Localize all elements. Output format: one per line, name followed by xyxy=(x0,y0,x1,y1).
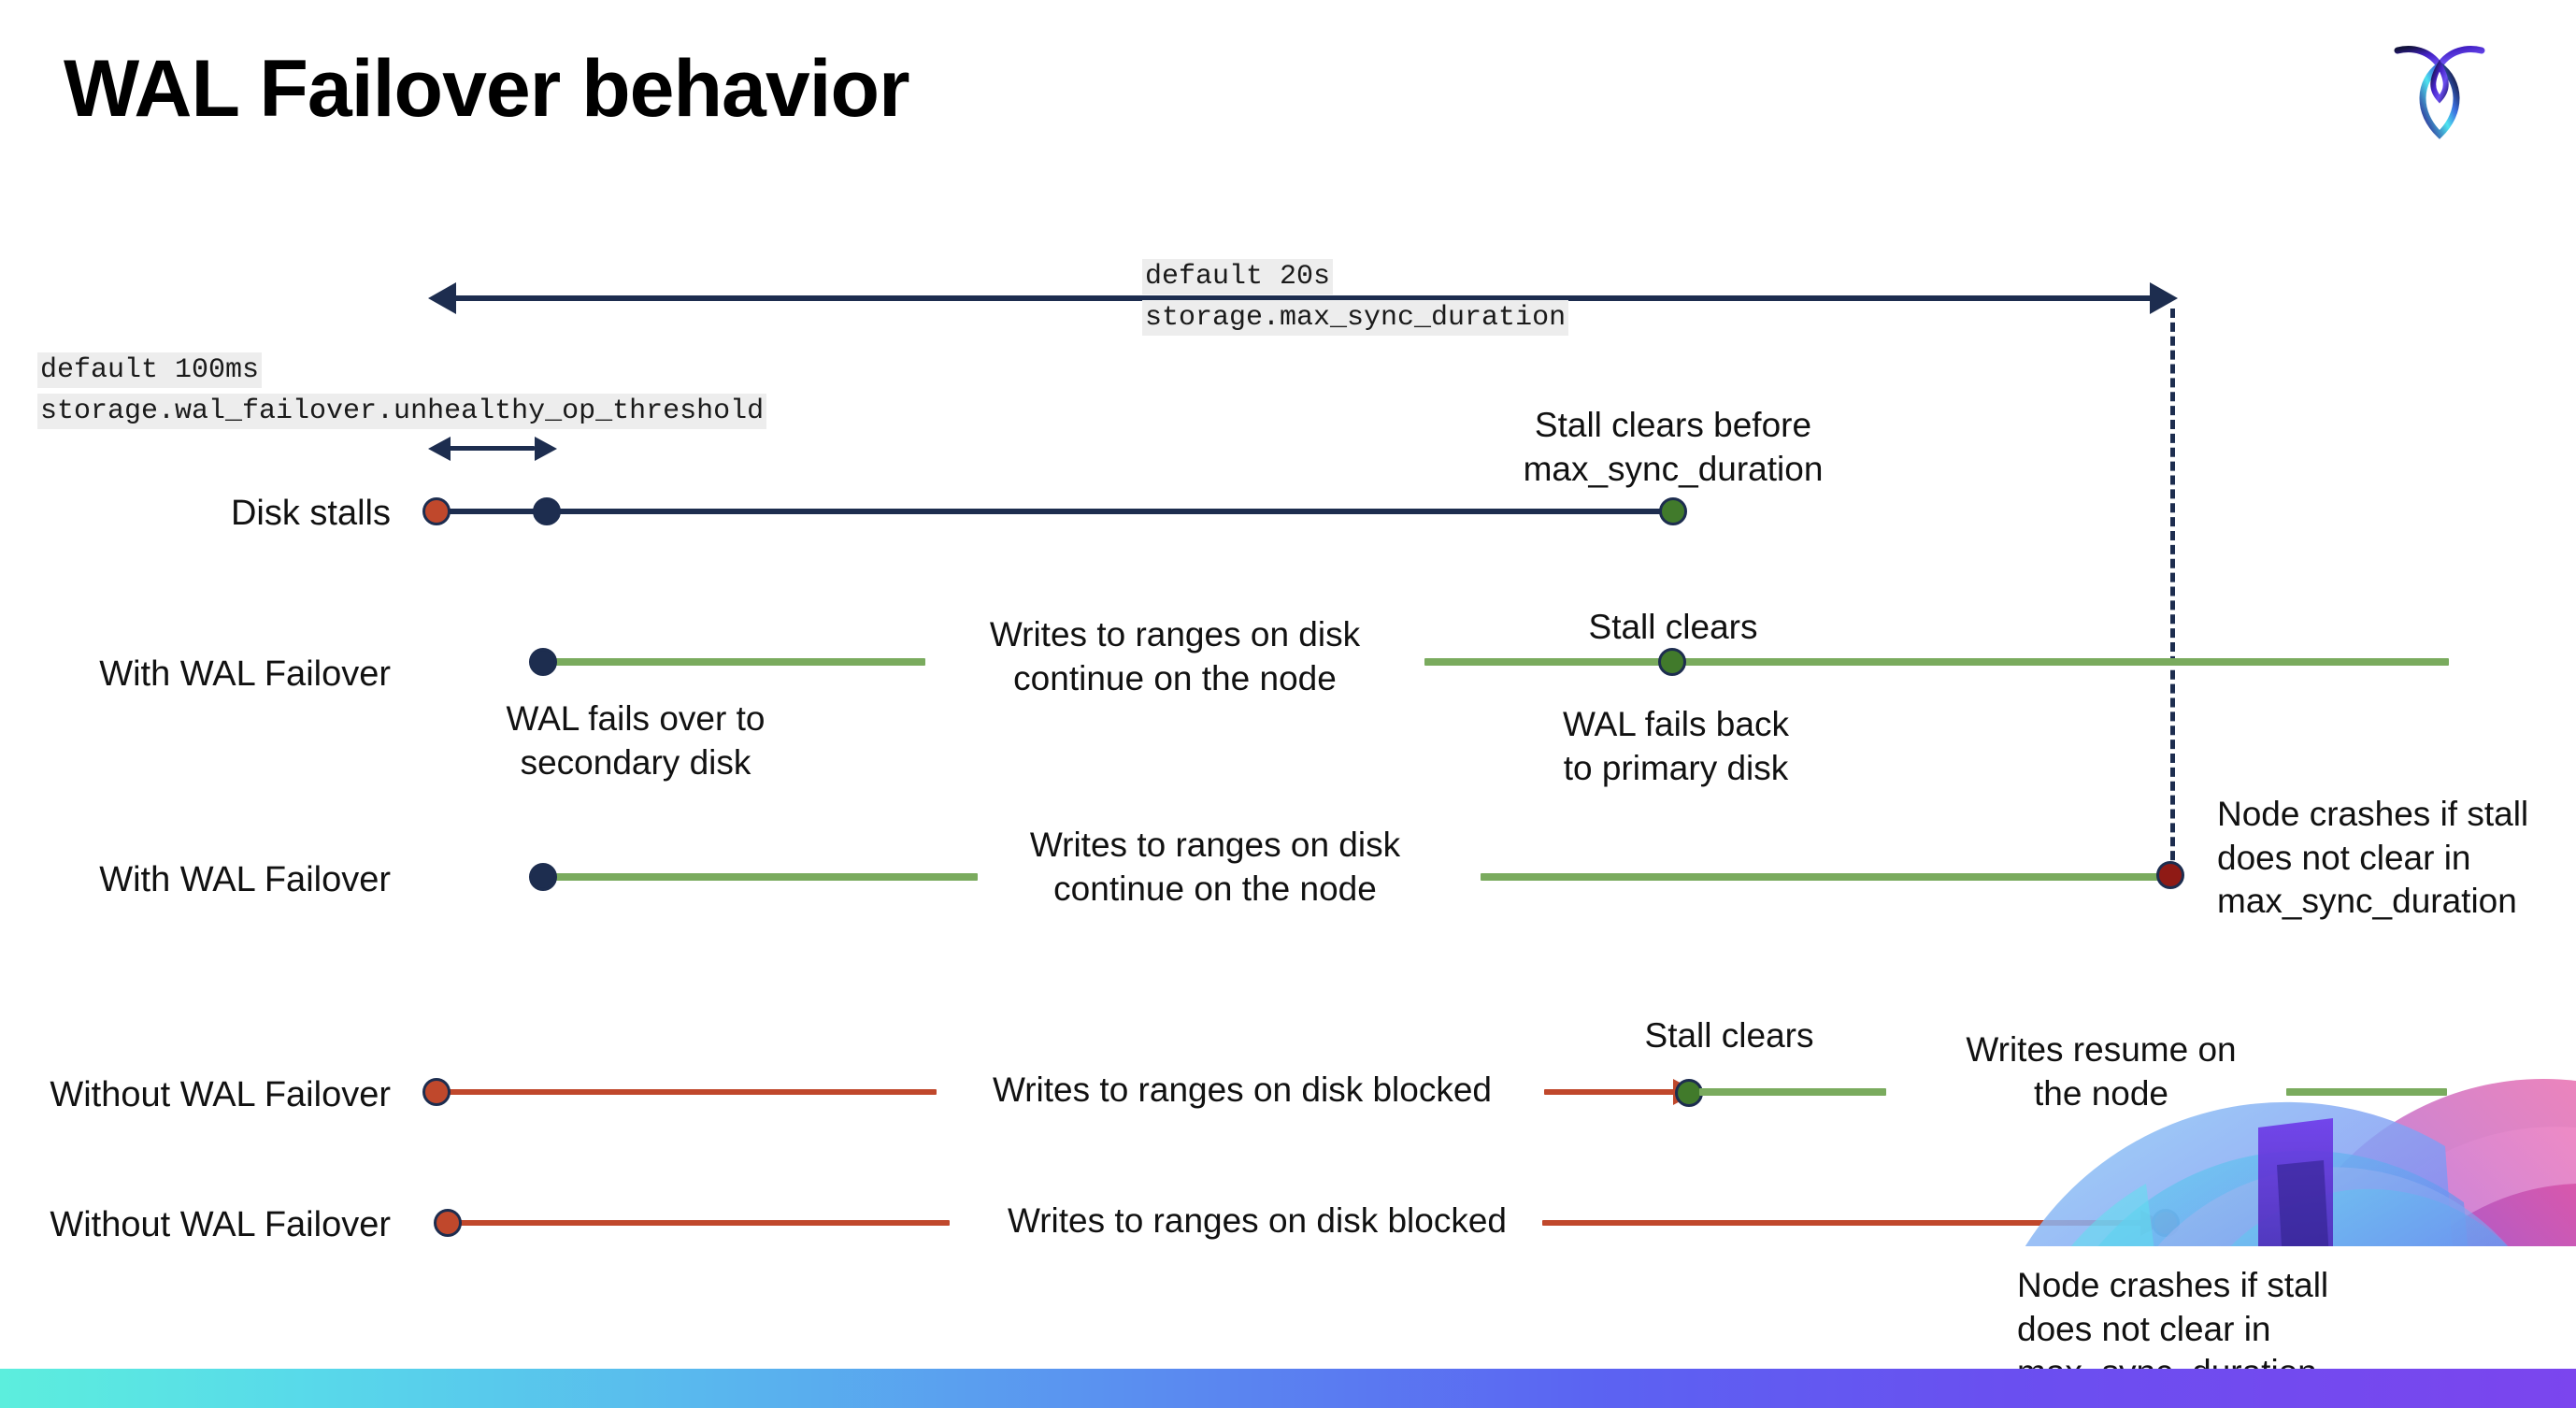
max-sync-span-line xyxy=(454,295,2151,301)
note-stall-clears-2: Stall clears xyxy=(1644,1016,1814,1055)
wal-failover-1-failover-dot xyxy=(529,648,557,676)
without-failover-1-resume-line-a xyxy=(1699,1088,1886,1096)
note-writes-continue-1: Writes to ranges on disk continue on the… xyxy=(989,615,1361,697)
disk-stalls-start-dot xyxy=(422,497,451,525)
threshold-arrow-right-head xyxy=(535,437,557,461)
without-failover-1-start-dot xyxy=(422,1078,451,1106)
disk-stalls-line xyxy=(439,509,1673,514)
wal-failover-2-segment-b xyxy=(1481,873,2172,881)
without-failover-2-blocked-line-b xyxy=(1542,1220,2150,1226)
unhealthy-op-setting-name: storage.wal_failover.unhealthy_op_thresh… xyxy=(37,394,767,430)
threshold-span-line xyxy=(449,446,535,451)
note-writes-blocked-2: Writes to ranges on disk blocked xyxy=(1007,1201,1508,1240)
without-failover-1-blocked-line-b xyxy=(1544,1089,1679,1095)
unhealthy-op-default-label: default 100ms xyxy=(37,352,263,388)
without-failover-1-blocked-line-a xyxy=(439,1089,937,1095)
threshold-arrow-left-head xyxy=(428,437,451,461)
max-sync-duration-annotation: default 20s storage.max_sync_duration xyxy=(1142,256,1569,339)
max-sync-setting-name: storage.max_sync_duration xyxy=(1142,300,1569,337)
row-label-without-wal-failover-1: Without WAL Failover xyxy=(50,1075,391,1114)
max-sync-default-label: default 20s xyxy=(1142,259,1334,295)
note-node-crashes-1: Node crashes if stall does not clear in … xyxy=(2217,795,2529,921)
page-title: WAL Failover behavior xyxy=(64,44,910,134)
row-label-disk-stalls: Disk stalls xyxy=(230,494,391,533)
max-sync-arrow-left-head xyxy=(428,282,456,314)
row-label-with-wal-failover-2: With WAL Failover xyxy=(99,860,391,899)
row-label-with-wal-failover-1: With WAL Failover xyxy=(99,654,391,694)
bottom-gradient-band xyxy=(0,1369,2576,1408)
row-label-without-wal-failover-2: Without WAL Failover xyxy=(50,1205,391,1244)
cockroachdb-logo-icon xyxy=(2388,30,2491,142)
unhealthy-op-threshold-annotation: default 100ms storage.wal_failover.unhea… xyxy=(37,350,767,433)
disk-stalls-clear-dot xyxy=(1659,497,1687,525)
wal-failover-2-segment-a xyxy=(544,873,978,881)
without-failover-1-resume-line-b xyxy=(2286,1088,2447,1096)
note-writes-resume: Writes resume on the node xyxy=(1966,1030,2237,1113)
note-stall-clears-1: Stall clears xyxy=(1588,608,1758,646)
without-failover-2-crash-dot xyxy=(2152,1209,2180,1237)
wal-failover-1-segment-b xyxy=(1424,658,2449,666)
disk-stalls-failover-dot xyxy=(533,497,561,525)
wal-failover-1-segment-a xyxy=(544,658,925,666)
wal-failover-2-crash-dot xyxy=(2156,861,2184,889)
note-wal-fails-over: WAL fails over to secondary disk xyxy=(506,699,766,782)
wal-failover-2-failover-dot xyxy=(529,863,557,891)
note-stall-clears-before-max-sync: Stall clears before max_sync_duration xyxy=(1523,406,1824,488)
wal-failover-1-stall-clears-dot xyxy=(1658,648,1686,676)
max-sync-dashed-connector xyxy=(2170,309,2175,874)
note-wal-fails-back: WAL fails back to primary disk xyxy=(1563,705,1789,787)
note-writes-blocked-1: Writes to ranges on disk blocked xyxy=(992,1070,1493,1109)
without-failover-2-start-dot xyxy=(434,1209,462,1237)
without-failover-2-blocked-line-a xyxy=(451,1220,950,1226)
note-writes-continue-2: Writes to ranges on disk continue on the… xyxy=(1029,826,1401,908)
